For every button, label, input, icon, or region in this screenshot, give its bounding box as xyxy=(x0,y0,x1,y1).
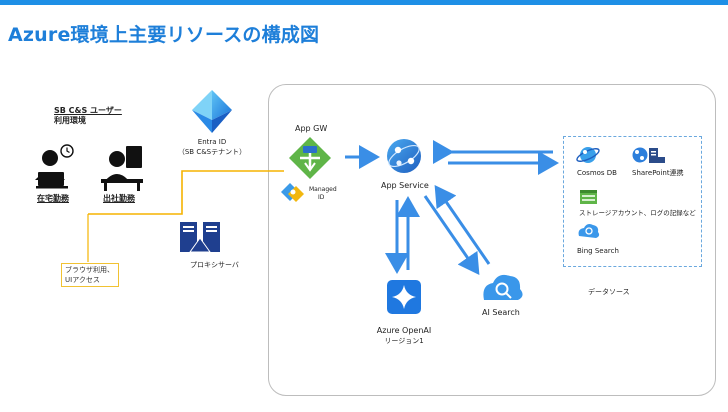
note-line1: ブラウザ利用、 xyxy=(65,266,114,274)
app-service-icon xyxy=(387,139,421,173)
page-title: Azure環境上主要リソースの構成図 xyxy=(8,24,320,46)
managed-id-icon xyxy=(281,183,304,202)
datasource-box xyxy=(563,136,702,267)
flow-arrow-aisearch-bidirectional xyxy=(423,185,491,275)
app-service-label: App Service xyxy=(381,181,429,190)
azure-openai-icon xyxy=(387,280,421,314)
user-env-heading-line1: SB C&S ユーザー xyxy=(54,106,122,115)
entra-id-icon xyxy=(192,90,232,133)
browser-access-note: ブラウザ利用、 UIアクセス xyxy=(61,263,119,287)
app-gateway-icon xyxy=(289,137,331,179)
remote-worker-icon xyxy=(35,144,74,189)
top-accent-bar xyxy=(0,0,728,5)
user-env-heading-line2: 利用環境 xyxy=(54,116,86,125)
flow-arrow-datasource-bidirectional xyxy=(433,140,559,175)
remote-worker-label: 在宅勤務 xyxy=(37,194,69,203)
office-worker-icon xyxy=(101,146,143,191)
datasource-label: データソース xyxy=(588,288,630,296)
storage-account-label: ストレージアカウント、ログの記録など xyxy=(579,209,696,217)
cosmos-db-label: Cosmos DB xyxy=(577,169,617,177)
azure-openai-label-line2: リージョン1 xyxy=(384,337,424,345)
bing-search-icon xyxy=(578,224,600,238)
network-line xyxy=(87,170,284,262)
entra-id-label-line2: （SB C&Sテナント） xyxy=(177,148,247,156)
ai-search-icon xyxy=(483,274,523,300)
cosmos-db-icon xyxy=(576,147,600,163)
entra-id-label-line1: Entra ID xyxy=(197,138,227,146)
ai-search-label: AI Search xyxy=(482,308,520,317)
bing-search-label: Bing Search xyxy=(577,247,619,255)
proxy-server-label: プロキシサーバ xyxy=(190,261,239,269)
azure-openai-label-line1: Azure OpenAI xyxy=(376,326,432,335)
azure-environment-frame xyxy=(268,84,716,396)
office-worker-label: 出社勤務 xyxy=(103,194,135,203)
storage-account-icon xyxy=(580,190,597,204)
proxy-server-icon xyxy=(180,222,220,253)
sharepoint-label: SharePoint連携 xyxy=(632,169,684,177)
flow-arrow-openai-bidirectional xyxy=(385,196,420,274)
sharepoint-icon xyxy=(632,147,665,163)
managed-id-label-line2: ID xyxy=(318,194,325,201)
managed-id-label-line1: Managed xyxy=(309,186,337,193)
app-gateway-label: App GW xyxy=(295,124,328,133)
note-line2: UIアクセス xyxy=(65,276,100,284)
